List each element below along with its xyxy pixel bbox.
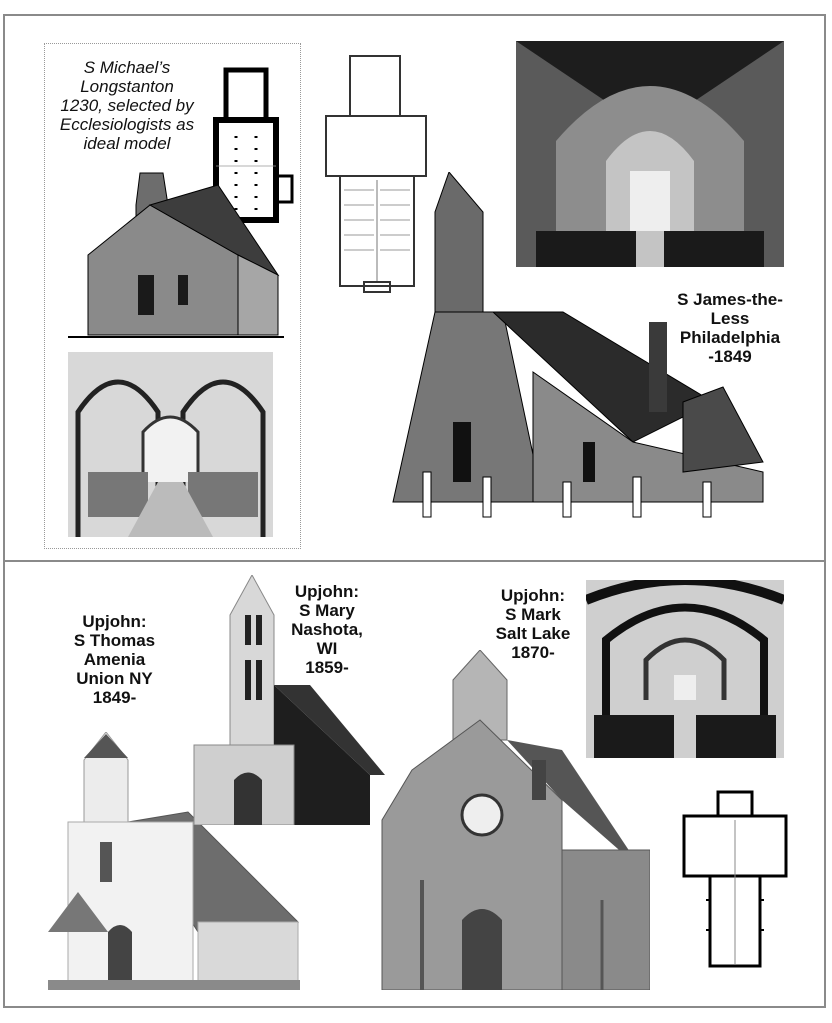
- caption-line: -1849: [708, 347, 752, 367]
- s-mark-interior-photo: [586, 580, 784, 758]
- s-james-exterior-engraving: [383, 172, 773, 524]
- caption-line: S Mark: [505, 605, 561, 625]
- caption-line: 1870-: [511, 643, 555, 663]
- caption-line: Amenia: [83, 650, 146, 670]
- caption-line: S Thomas: [73, 631, 156, 651]
- s-thomas-caption: Upjohn: S Thomas Amenia Union NY 1849-: [52, 612, 177, 707]
- caption-line: 1849-: [92, 688, 137, 708]
- caption-line: Less: [710, 309, 750, 329]
- caption-line: Union NY: [76, 669, 153, 689]
- s-mary-caption: Upjohn: S Mary Nashota, WI 1859-: [277, 582, 377, 677]
- caption-line: S James-the-: [677, 290, 783, 309]
- s-mark-caption: Upjohn: S Mark Salt Lake 1870-: [488, 586, 578, 662]
- s-michael-dotted-frame: [44, 43, 301, 549]
- caption-line: S Michael’s: [83, 58, 171, 77]
- caption-line: Upjohn:: [294, 582, 360, 601]
- s-james-floor-plan: [316, 50, 438, 295]
- s-mary-church-photo: [190, 575, 385, 825]
- caption-line: Ecclesiologists as: [59, 115, 195, 135]
- caption-line: Upjohn:: [500, 586, 566, 605]
- caption-line: Upjohn:: [82, 612, 147, 631]
- caption-line: S Mary: [299, 601, 355, 621]
- s-michael-caption: S Michael’s Longstanton 1230, selected b…: [52, 58, 202, 153]
- caption-line: WI: [316, 639, 338, 659]
- s-michael-exterior-engraving: [68, 165, 284, 340]
- s-james-interior-photo: [516, 41, 784, 267]
- caption-line: 1859-: [305, 658, 349, 678]
- caption-line: 1230, selected by: [60, 96, 194, 116]
- caption-line: Philadelphia: [679, 328, 781, 348]
- caption-line: ideal model: [83, 134, 171, 154]
- s-james-caption: S James-the- Less Philadelphia -1849: [666, 290, 794, 366]
- s-michael-interior-engraving: [68, 352, 273, 537]
- caption-line: Salt Lake: [495, 624, 571, 644]
- s-michael-floor-plan: [212, 66, 298, 226]
- s-mark-church-photo: [362, 650, 650, 990]
- caption-line: Longstanton: [80, 77, 174, 97]
- s-thomas-church-photo: [48, 732, 300, 990]
- s-mark-floor-plan: [680, 790, 790, 970]
- caption-line: Nashota,: [291, 620, 363, 640]
